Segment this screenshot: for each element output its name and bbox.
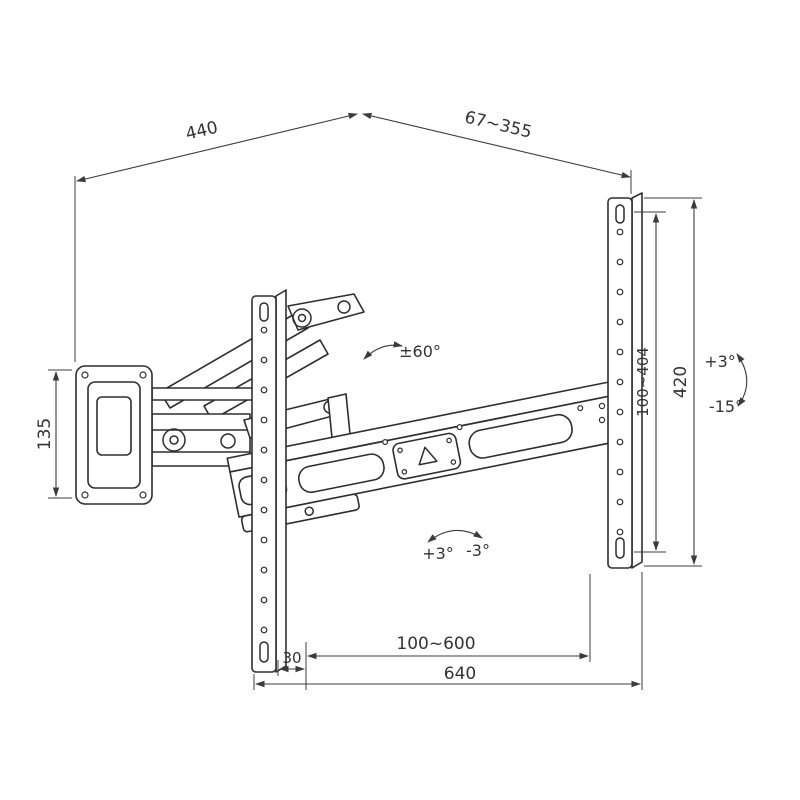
rail-slot (259, 641, 269, 663)
vesa-hole (616, 438, 624, 446)
dim-420: 420 (644, 197, 702, 567)
dim-30-label: 30 (282, 649, 301, 667)
vesa-hole (260, 596, 268, 604)
pivot-pin (169, 435, 179, 445)
vesa-hole (260, 356, 268, 364)
dim-420-label: 420 (671, 366, 691, 398)
swivel-annotation: ±60° (363, 341, 441, 361)
vesa-hole (616, 288, 624, 296)
dim-135: 135 (35, 369, 72, 499)
arm-upper-bracket (287, 293, 365, 331)
dim-100-404: 100~404 (634, 211, 666, 553)
screw-hole (598, 402, 606, 410)
rail-slot (615, 537, 625, 559)
pivot-joint (220, 433, 236, 449)
screw-hole (139, 491, 147, 499)
vesa-hole (616, 498, 624, 506)
vesa-hole (616, 468, 624, 476)
dim-100-404-label: 100~404 (634, 347, 652, 417)
screw-hole (401, 469, 408, 475)
vesa-hole (616, 228, 624, 236)
level-plus-label: +3° (422, 544, 454, 563)
right-vesa-rail (607, 192, 643, 569)
vesa-hole (260, 506, 268, 514)
dim-440-label: 440 (184, 118, 220, 145)
wall-plate (75, 365, 153, 505)
screw-hole (397, 447, 403, 454)
left-rail-side-face (275, 289, 287, 673)
left-rail-front-face (251, 295, 277, 673)
level-annotation: +3° -3° (422, 529, 490, 563)
dim-100-600-label: 100~600 (396, 634, 475, 654)
vesa-hole (616, 258, 624, 266)
vesa-hole (616, 408, 624, 416)
pivot-joint (162, 428, 186, 452)
vesa-hole (260, 626, 268, 634)
pivot-joint (337, 300, 351, 314)
screw-hole (450, 459, 457, 465)
screw-hole (598, 416, 606, 424)
vesa-hole (260, 326, 268, 334)
screw-hole (577, 405, 584, 412)
screw-hole (81, 491, 89, 499)
arm-beam-connector (327, 393, 351, 439)
tilt-up-label: +3° (704, 352, 736, 371)
dim-depth-label: 67~355 (463, 108, 534, 143)
pivot-joint (304, 506, 314, 516)
beam-center-plate (392, 432, 462, 480)
left-vesa-rail (251, 289, 287, 673)
vesa-hole (260, 566, 268, 574)
dimensions: 440 67~355 135 100~404 420 (35, 108, 748, 690)
pivot-pin (297, 313, 307, 323)
rail-slot (259, 302, 269, 322)
vesa-hole (616, 348, 624, 356)
tilt-down-label: -15° (709, 397, 743, 416)
pivot-joint (292, 308, 312, 328)
screw-hole (446, 437, 452, 444)
level-arc-arrow (427, 529, 483, 543)
dim-135-label: 135 (35, 418, 55, 450)
dim-440: 440 (74, 112, 358, 362)
tilt-annotation: +3° -15° (704, 352, 748, 416)
vesa-hole (616, 378, 624, 386)
dim-67-355: 67~355 (362, 108, 632, 194)
beam-cutout-left (297, 453, 385, 494)
arrow-up-icon (418, 446, 438, 466)
rail-slot (615, 204, 625, 224)
tilt-arc-arrow (736, 353, 748, 407)
arm-horizontal-bar (151, 387, 259, 401)
vesa-hole (260, 386, 268, 394)
vesa-hole (260, 446, 268, 454)
dim-640-label: 640 (444, 664, 476, 684)
swivel-label: ±60° (399, 342, 441, 361)
screw-hole (456, 424, 463, 431)
vesa-hole (260, 536, 268, 544)
vesa-hole (260, 416, 268, 424)
swivel-arc-arrow (363, 341, 403, 360)
level-minus-label: -3° (466, 541, 490, 560)
vesa-hole (616, 528, 624, 536)
screw-hole (139, 371, 147, 379)
vesa-hole (616, 318, 624, 326)
screw-hole (382, 439, 389, 446)
mount-beam (226, 381, 623, 533)
dimension-line (76, 112, 358, 183)
vesa-hole (260, 476, 268, 484)
wall-plate-window (96, 396, 132, 456)
dim-bottom: 30 100~600 640 (253, 572, 643, 690)
beam-cutout-right (468, 413, 573, 459)
screw-hole (81, 371, 89, 379)
dimension-line (362, 112, 631, 179)
